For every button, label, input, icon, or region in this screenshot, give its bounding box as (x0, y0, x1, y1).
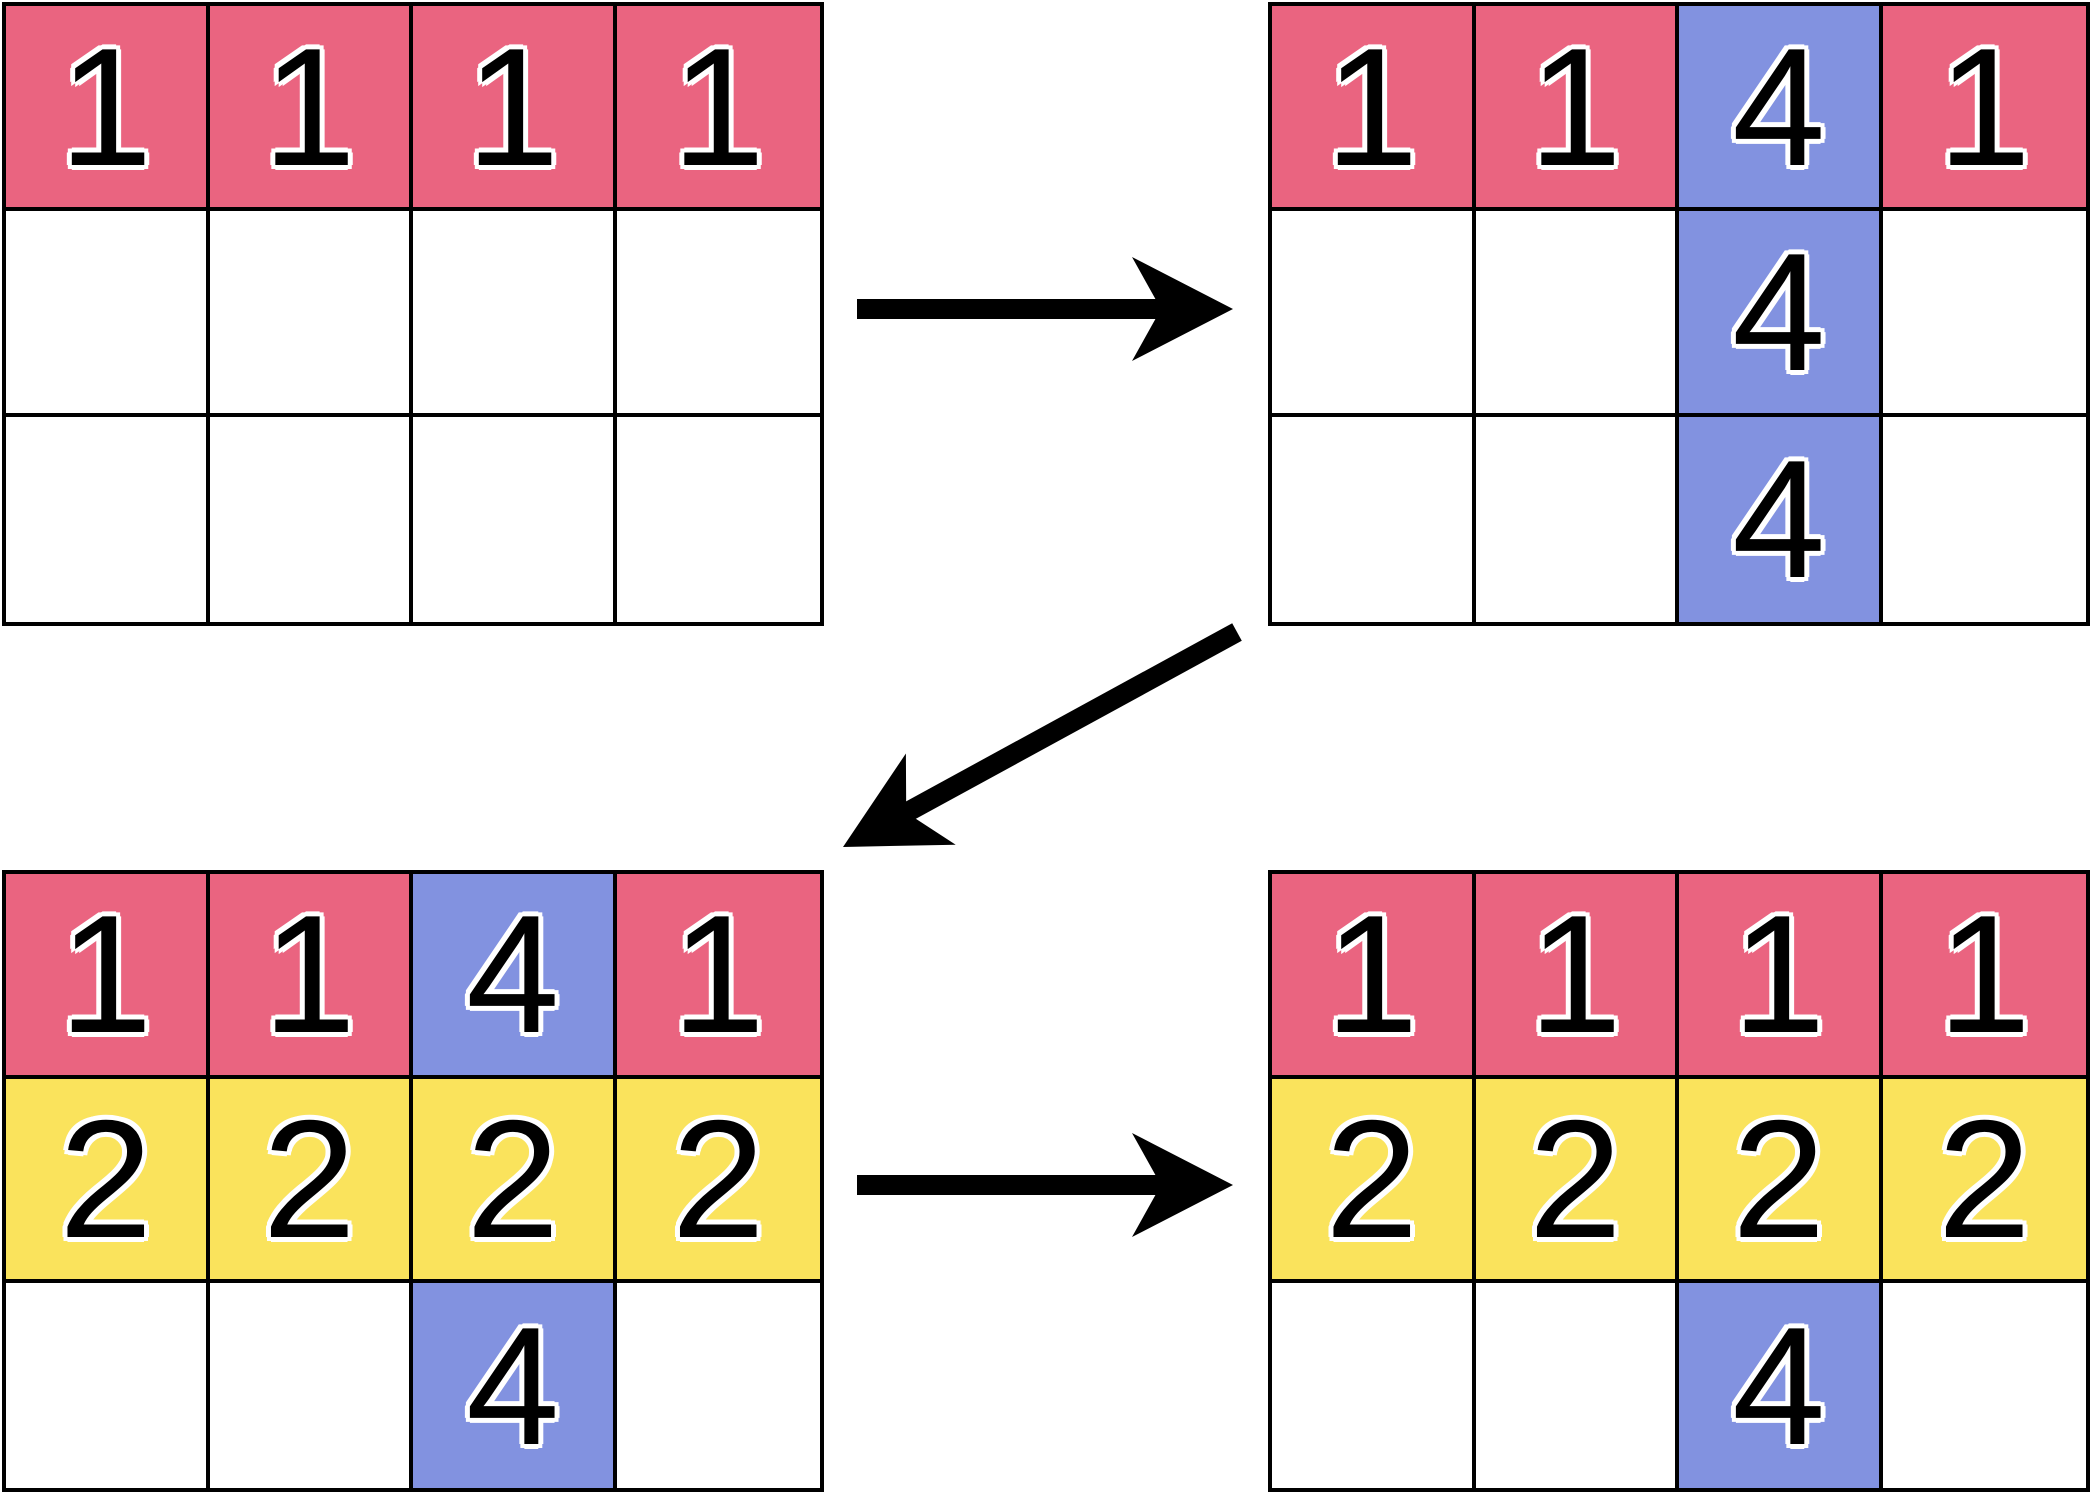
cell-value: 1 (671, 12, 765, 201)
cell-r2c2: 2 (1475, 1078, 1679, 1284)
cell-r2c1 (6, 211, 210, 417)
cell-r1c3: 1 (1679, 874, 1883, 1079)
cell-r1c2: 1 (1475, 874, 1679, 1079)
cell-r2c2 (209, 211, 413, 417)
cell-value: 1 (262, 12, 356, 201)
cell-r3c3: 4 (1679, 416, 1883, 622)
cell-r1c1: 1 (1272, 6, 1476, 212)
cell-r2c3 (413, 211, 617, 417)
cell-r3c3: 4 (1679, 1283, 1883, 1488)
cell-value: 1 (466, 12, 560, 201)
cell-value: 2 (1528, 1084, 1622, 1273)
cell-r2c1 (1272, 211, 1476, 417)
cell-r3c2 (1475, 416, 1679, 622)
cell-value: 1 (59, 12, 153, 201)
cell-r1c3: 4 (1679, 6, 1883, 212)
cell-value: 2 (671, 1084, 765, 1273)
cell-value: 4 (466, 1291, 560, 1480)
cell-r1c2: 1 (1475, 6, 1679, 212)
cell-value: 1 (262, 880, 356, 1069)
cell-r2c3: 4 (1679, 211, 1883, 417)
arrow-bottom-right-icon (857, 1133, 1233, 1237)
cell-value: 1 (1732, 880, 1826, 1069)
cell-r3c4 (1882, 416, 2086, 622)
cell-r1c1: 1 (6, 874, 210, 1079)
cell-value: 1 (1528, 12, 1622, 201)
cell-r1c3: 4 (413, 874, 617, 1079)
cell-value: 4 (1732, 12, 1826, 201)
cell-r3c2 (209, 416, 413, 622)
cell-r3c3: 4 (413, 1283, 617, 1488)
cell-value: 4 (1732, 425, 1826, 614)
cell-r2c2 (1475, 211, 1679, 417)
cell-value: 4 (1732, 1291, 1826, 1480)
cell-value: 1 (1325, 880, 1419, 1069)
cell-value: 1 (1937, 880, 2031, 1069)
cell-r2c3: 2 (1679, 1078, 1883, 1284)
cell-value: 1 (1325, 12, 1419, 201)
cell-value: 2 (262, 1084, 356, 1273)
cell-r3c4 (1882, 1283, 2086, 1488)
cell-value: 1 (1937, 12, 2031, 201)
cell-value: 2 (1937, 1084, 2031, 1273)
cell-value: 2 (466, 1084, 560, 1273)
cell-r3c1 (6, 416, 210, 622)
cell-r3c2 (1475, 1283, 1679, 1488)
cell-r2c3: 2 (413, 1078, 617, 1284)
cell-r1c2: 1 (209, 874, 413, 1079)
cell-value: 2 (59, 1084, 153, 1273)
cell-r2c1: 2 (1272, 1078, 1476, 1284)
cell-r2c4: 2 (616, 1078, 820, 1284)
cell-r1c2: 1 (209, 6, 413, 212)
cell-r3c1 (6, 1283, 210, 1488)
cell-r3c4 (616, 1283, 820, 1488)
cell-r1c3: 1 (413, 6, 617, 212)
cell-value: 1 (1528, 880, 1622, 1069)
cell-r1c1: 1 (1272, 874, 1476, 1079)
cell-r1c4: 1 (1882, 874, 2086, 1079)
cell-r1c4: 1 (616, 874, 820, 1079)
cell-r2c2: 2 (209, 1078, 413, 1284)
arrow-top-right-icon (857, 257, 1233, 361)
cell-r1c4: 1 (616, 6, 820, 212)
cell-r1c4: 1 (1882, 6, 2086, 212)
cell-value: 2 (1325, 1084, 1419, 1273)
cell-r2c4 (616, 211, 820, 417)
cell-r3c3 (413, 416, 617, 622)
cell-value: 4 (1732, 217, 1826, 406)
cell-value: 1 (59, 880, 153, 1069)
cell-r2c1: 2 (6, 1078, 210, 1284)
cell-r1c1: 1 (6, 6, 210, 212)
cell-r2c4 (1882, 211, 2086, 417)
cell-value: 2 (1732, 1084, 1826, 1273)
cell-r3c4 (616, 416, 820, 622)
cell-r3c1 (1272, 416, 1476, 622)
arrow-diagonal-down-icon (843, 623, 1242, 847)
cell-r2c4: 2 (1882, 1078, 2086, 1284)
cell-r3c1 (1272, 1283, 1476, 1488)
cell-r3c2 (209, 1283, 413, 1488)
cell-value: 1 (671, 880, 765, 1069)
cell-value: 4 (466, 880, 560, 1069)
